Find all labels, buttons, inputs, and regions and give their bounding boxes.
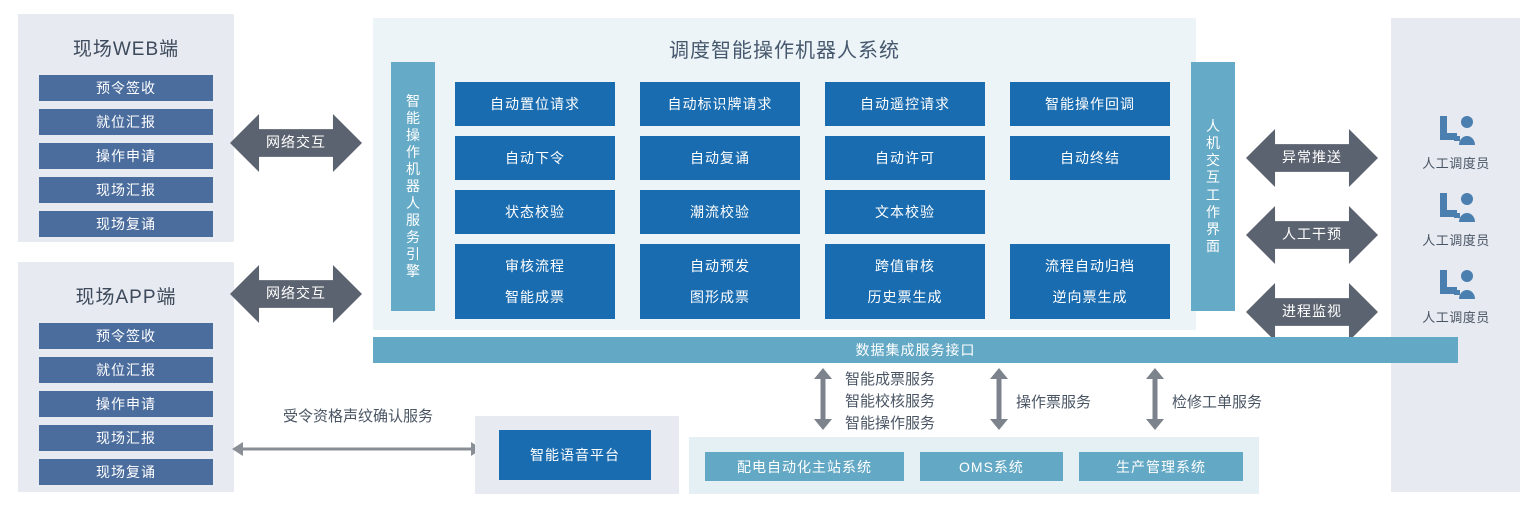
function-cell-0-1[interactable]: 自动标识牌请求 [640,82,800,126]
web-client-item-1[interactable]: 就位汇报 [39,109,213,135]
robot-system-panel: 调度智能操作机器人系统 智能操作机器人服务引擎 人机交互工作界面 自动置位请求 … [373,18,1235,330]
app-client-item-4[interactable]: 现场复诵 [39,459,213,485]
function-cell-1-2[interactable]: 自动许可 [825,136,985,180]
function-cell-0-0[interactable]: 自动置位请求 [455,82,615,126]
web-client-item-2[interactable]: 操作申请 [39,143,213,169]
operation-ticket-service-arrow [988,368,1010,430]
network-interaction-arrow-web: 网络交互 [230,114,362,172]
function-cell-2-0[interactable]: 状态校验 [455,190,615,234]
external-systems-panel: 配电自动化主站系统 OMS系统 生产管理系统 [689,437,1259,494]
network-interaction-arrow-app-label: 网络交互 [266,285,326,301]
dispatcher-workstation-icon [1434,193,1478,228]
function-cell-4-0[interactable]: 智能成票 [455,275,615,319]
app-client-panel: 现场APP端 预令签收 就位汇报 操作申请 现场汇报 现场复诵 [18,262,234,492]
page-title: 调度智能操作机器人系统 [669,40,900,62]
web-client-title: 现场WEB端 [72,39,180,60]
manual-intervention-arrow: 人工干预 [1246,206,1378,264]
web-client-item-3[interactable]: 现场汇报 [39,177,213,203]
engine-vertical-bar: 智能操作机器人服务引擎 [391,62,435,311]
dispatcher-2: 人工调度员 [1396,268,1516,326]
hmi-vertical-bar-label: 人机交互工作界面 [1206,118,1220,254]
dispatcher-0-label: 人工调度员 [1422,156,1490,171]
function-cell-4-2[interactable]: 历史票生成 [825,275,985,319]
dispatcher-1: 人工调度员 [1396,191,1516,249]
network-interaction-arrow-app: 网络交互 [230,265,362,323]
manual-intervention-arrow-label: 人工干预 [1282,226,1342,242]
exception-push-arrow: 异常推送 [1246,129,1378,187]
web-client-item-4[interactable]: 现场复诵 [39,211,213,237]
maintenance-order-service-label: 检修工单服务 [1172,394,1263,411]
app-client-item-0[interactable]: 预令签收 [39,323,213,349]
app-client-title: 现场APP端 [75,287,177,308]
dispatchers-panel: 人工调度员 人工调度员 人工 [1391,18,1520,492]
function-cell-1-0[interactable]: 自动下令 [455,136,615,180]
hmi-vertical-bar: 人机交互工作界面 [1191,62,1235,311]
web-client-item-0[interactable]: 预令签收 [39,75,213,101]
function-cell-4-1[interactable]: 图形成票 [640,275,800,319]
function-cell-1-1[interactable]: 自动复诵 [640,136,800,180]
engine-vertical-bar-label: 智能操作机器人服务引擎 [406,92,420,280]
dispatcher-workstation-icon [1434,116,1478,151]
voiceprint-service-arrow [232,438,482,460]
web-client-panel: 现场WEB端 预令签收 就位汇报 操作申请 现场汇报 现场复诵 [18,14,234,242]
data-integration-bar-label: 数据集成服务接口 [855,342,976,358]
dispatcher-1-label: 人工调度员 [1422,233,1490,248]
external-system-2[interactable]: 生产管理系统 [1079,452,1243,481]
process-monitor-arrow: 进程监视 [1246,283,1378,341]
app-client-item-3[interactable]: 现场汇报 [39,425,213,451]
app-client-item-1[interactable]: 就位汇报 [39,357,213,383]
external-system-1[interactable]: OMS系统 [920,452,1063,481]
intelligent-services-arrow [812,368,834,430]
voiceprint-service-label: 受令资格声纹确认服务 [282,408,433,425]
network-interaction-arrow-web-label: 网络交互 [266,134,326,150]
function-cell-2-1[interactable]: 潮流校验 [640,190,800,234]
function-cell-2-2[interactable]: 文本校验 [825,190,985,234]
exception-push-arrow-label: 异常推送 [1282,149,1342,165]
process-monitor-arrow-label: 进程监视 [1282,303,1342,319]
dispatcher-2-label: 人工调度员 [1422,310,1490,325]
dispatcher-workstation-icon [1434,270,1478,305]
function-cell-4-3[interactable]: 逆向票生成 [1010,275,1170,319]
data-integration-bar: 数据集成服务接口 [373,337,1458,363]
app-client-item-2[interactable]: 操作申请 [39,391,213,417]
function-cell-0-2[interactable]: 自动遥控请求 [825,82,985,126]
intelligent-services-label: 智能成票服务 智能校核服务 智能操作服务 [845,371,936,432]
function-cell-1-3[interactable]: 自动终结 [1010,136,1170,180]
operation-ticket-service-label: 操作票服务 [1016,394,1092,411]
voice-platform-box[interactable]: 智能语音平台 [499,430,651,480]
maintenance-order-service-arrow [1144,368,1166,430]
function-cell-0-3[interactable]: 智能操作回调 [1010,82,1170,126]
external-system-0[interactable]: 配电自动化主站系统 [705,452,904,481]
dispatcher-0: 人工调度员 [1396,114,1516,172]
voice-platform-panel: 智能语音平台 [475,416,679,494]
